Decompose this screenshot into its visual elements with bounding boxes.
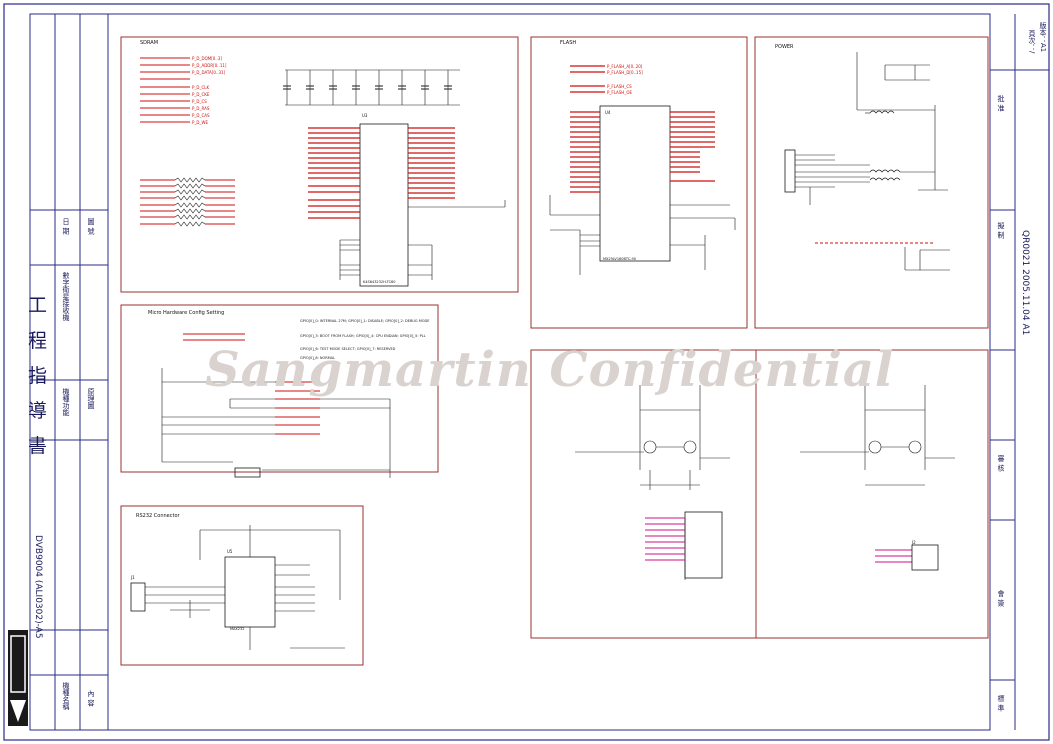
- rs232-part-value: MAX232: [230, 627, 245, 631]
- document-number: QR0021 2005.11.04 A1: [1020, 230, 1030, 336]
- svg-text:P_D_CAS: P_D_CAS: [192, 113, 210, 118]
- svg-text:P_D_ADDR[0..11]: P_D_ADDR[0..11]: [192, 63, 227, 68]
- svg-text:P_D_WE: P_D_WE: [192, 120, 208, 125]
- svg-text:GPIO[0]_6: TEST MODE SELECT; G: GPIO[0]_6: TEST MODE SELECT; GPIO[0]_7: …: [300, 347, 396, 351]
- svg-text:P_FLASH_A[0..20]: P_FLASH_A[0..20]: [607, 64, 643, 69]
- svg-text:P_D_CKE: P_D_CKE: [192, 92, 210, 97]
- svg-text:GPIO[0]_0: INTERNAL 27M; GPIO[: GPIO[0]_0: INTERNAL 27M; GPIO[0]_1: DISA…: [300, 319, 429, 323]
- label-countersign: 會 簽: [997, 590, 1005, 607]
- svg-text:P_FLASH_D[0..15]: P_FLASH_D[0..15]: [607, 70, 643, 75]
- svg-text:GPIO[0]_8: NORMAL: GPIO[0]_8: NORMAL: [300, 356, 335, 360]
- label-model-name: 機種名稱: [62, 682, 70, 710]
- label-page: 頁次：/: [1028, 30, 1036, 54]
- svg-text:GPIO[0]_3: BOOT FROM FLASH; GP: GPIO[0]_3: BOOT FROM FLASH; GPIO[0]_4: C…: [300, 334, 426, 338]
- svg-text:P_FLASH_OE: P_FLASH_OE: [607, 90, 632, 95]
- label-date: 日 期: [62, 218, 70, 235]
- svg-text:P_D_DQM[0..3]: P_D_DQM[0..3]: [192, 56, 222, 61]
- rs232-chip-label: U5: [227, 549, 233, 554]
- lnb-connector-label: J2: [912, 540, 916, 545]
- label-drawing-no: 圖 號: [87, 218, 95, 235]
- rs232-connector-label: J1: [131, 575, 135, 580]
- svg-text:P_D_RAS: P_D_RAS: [192, 106, 210, 111]
- svg-text:P_D_DATA[0..31]: P_D_DATA[0..31]: [192, 70, 226, 75]
- label-receiver: 數字衛星接收機: [62, 272, 70, 321]
- label-version: 版本：A1: [1039, 22, 1047, 53]
- svg-text:P_FLASH_CS: P_FLASH_CS: [607, 84, 632, 89]
- svg-text:P_D_CLK: P_D_CLK: [192, 85, 210, 90]
- document-type-title: 工 程 指 導 書: [25, 295, 47, 460]
- flash-section-title: FLASH: [560, 40, 577, 46]
- label-reviewed: 審 核: [997, 455, 1005, 472]
- label-approved: 批 准: [997, 95, 1005, 112]
- label-standard: 標 準: [997, 695, 1005, 712]
- config-section-title: Micro Hardware Config Setting: [148, 310, 225, 316]
- rs232-section-title: RS232 Connector: [136, 513, 180, 519]
- label-content: 內 容: [87, 690, 95, 707]
- label-schematic: 原理圖: [87, 388, 95, 409]
- svg-text:P_D_CS: P_D_CS: [192, 99, 207, 104]
- flash-chip-label: U4: [605, 110, 611, 115]
- label-drafted: 擬 制: [997, 222, 1005, 239]
- model-name: DVB9004 (ALI0302)-A5: [33, 535, 43, 639]
- company-logo: [8, 630, 28, 726]
- power-section-title: POWER: [775, 44, 794, 50]
- sdram-chip-label: U3: [362, 113, 368, 118]
- flash-part-value: MX29LV160BTC-90: [603, 257, 637, 261]
- sdram-section-title: SDRAM: [140, 40, 159, 46]
- label-function: 機種功能: [62, 388, 70, 416]
- confidential-watermark: Sangmartin Confidential: [205, 342, 895, 398]
- sdram-part-value: K4S643232H-TC60: [363, 280, 396, 284]
